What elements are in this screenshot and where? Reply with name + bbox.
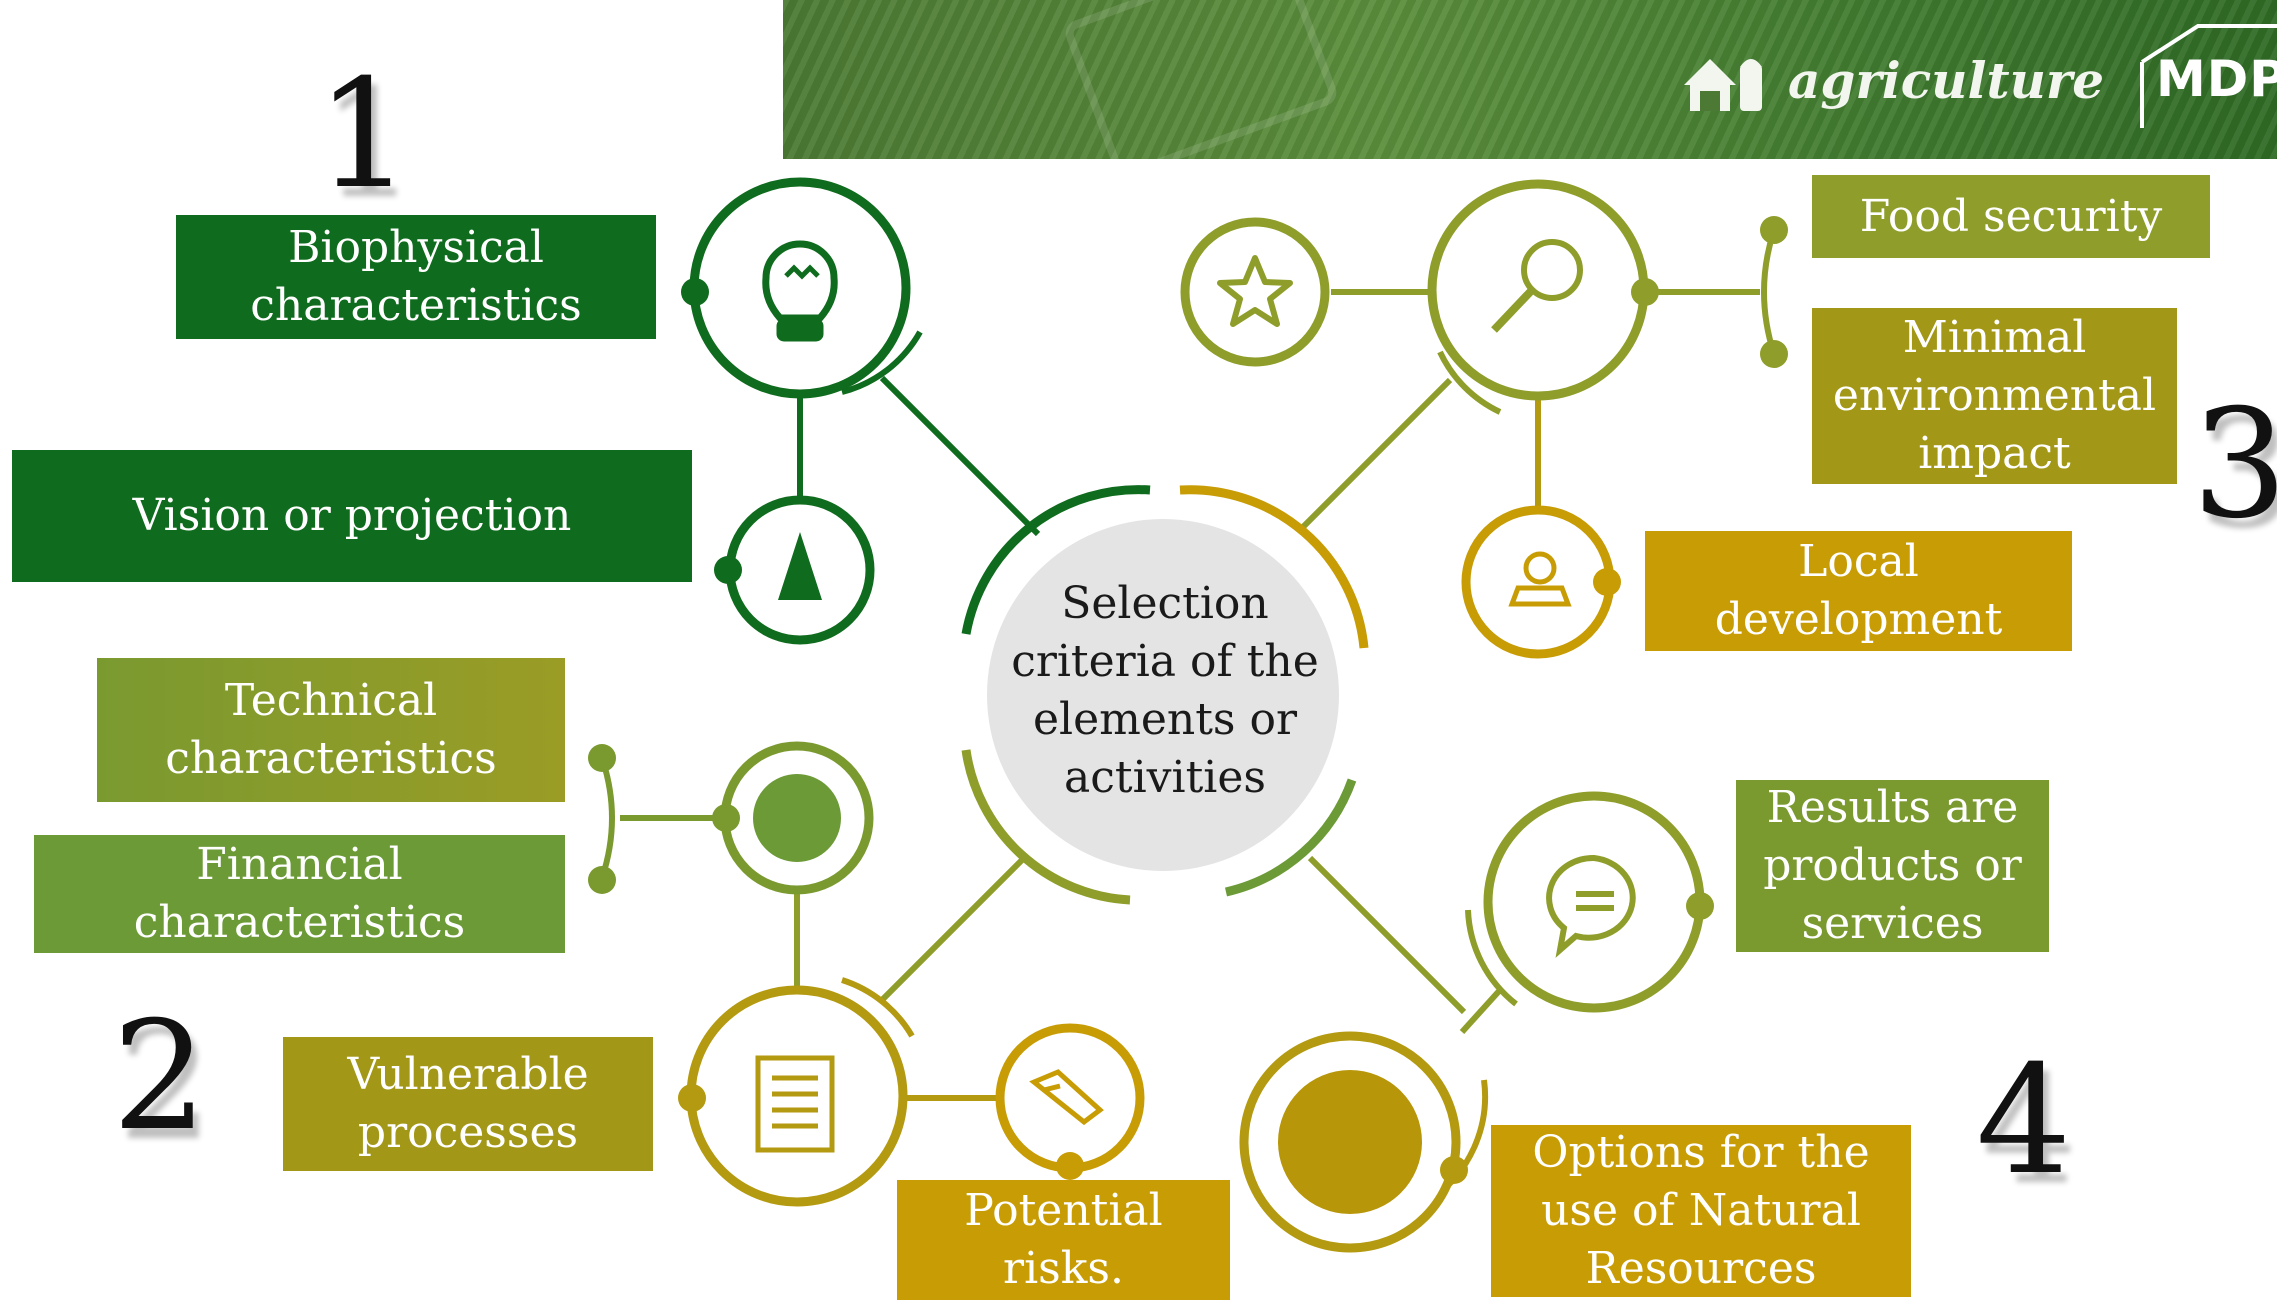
publisher-frame-icon <box>2140 24 2277 128</box>
node-dot <box>681 278 709 306</box>
label-vision: Vision or projection <box>12 450 692 582</box>
arc-results <box>1465 909 1518 1007</box>
node-dot <box>1593 568 1621 596</box>
center-disc <box>987 519 1339 871</box>
node-dot <box>1056 1152 1084 1180</box>
node-results <box>1483 791 1714 1013</box>
node-rating <box>1180 217 1330 367</box>
label-local-dev-text: Local development <box>1714 536 2003 645</box>
label-minimal-env: Minimal environmental impact <box>1812 308 2177 484</box>
label-biophysical: Biophysical characteristics <box>176 215 656 339</box>
label-options: Options for the use of Natural Resources <box>1491 1125 1911 1297</box>
node-local-dev <box>1461 505 1621 659</box>
label-options-text: Options for the use of Natural Resources <box>1532 1127 1870 1294</box>
center-arc-green <box>961 485 1151 635</box>
label-potential-risks-text: Potential risks. <box>964 1185 1163 1294</box>
arc-biophysical <box>841 330 923 395</box>
label-technical-text: Technical characteristics <box>165 675 497 784</box>
dot-icon <box>753 774 841 862</box>
star-icon <box>1217 255 1293 327</box>
speech-bubble-icon <box>1546 854 1636 958</box>
number-4: 4 <box>1976 1034 2072 1208</box>
bracket-technical-financial <box>599 757 615 879</box>
arc-magnifier <box>1437 350 1502 415</box>
node-options <box>1239 1031 1468 1253</box>
connector-technical-center <box>877 857 1025 1005</box>
node-dot <box>1631 278 1659 306</box>
node-dot <box>1686 892 1714 920</box>
node-technical <box>588 741 874 895</box>
center-label: Selection criteria of the elements or ac… <box>1011 578 1319 803</box>
connector-biophysical-center <box>879 375 1041 537</box>
label-local-dev: Local development <box>1645 531 2072 651</box>
label-food-security-text: Food security <box>1859 190 2163 242</box>
publisher-name: MDPI <box>2156 50 2277 108</box>
connector-results-options <box>1459 987 1503 1035</box>
lightbulb-icon <box>762 240 838 342</box>
label-technical: Technical characteristics <box>97 658 565 802</box>
label-minimal-env-text: Minimal environmental impact <box>1832 312 2157 479</box>
node-dot <box>1440 1156 1468 1184</box>
node-food-security <box>1427 179 1788 401</box>
number-1: 1 <box>316 48 412 222</box>
pencil-icon <box>1029 1069 1104 1126</box>
header-banner <box>783 0 2277 159</box>
label-vision-text: Vision or projection <box>132 490 572 541</box>
label-potential-risks: Potential risks. <box>897 1180 1230 1300</box>
center-arc-olive-right <box>1224 778 1357 897</box>
connector-results-center <box>1307 855 1467 1015</box>
label-financial-text: Financial characteristics <box>133 839 466 948</box>
node-dot <box>678 1084 706 1112</box>
user-icon <box>1508 551 1572 607</box>
cone-icon <box>778 532 822 600</box>
label-results: Results are products or services <box>1736 780 2049 952</box>
label-vulnerable-text: Vulnerable processes <box>347 1049 589 1158</box>
node-biophysical <box>681 177 911 399</box>
bracket-food-env <box>1761 229 1777 355</box>
banner-texture <box>783 0 2277 159</box>
barn-silo-icon <box>1684 59 1762 111</box>
label-food-security: Food security <box>1812 175 2210 258</box>
number-3: 3 <box>2192 378 2277 552</box>
magnifier-icon <box>1491 239 1583 333</box>
label-financial: Financial characteristics <box>34 835 565 953</box>
publisher-logo[interactable]: MDPI <box>2138 22 2277 132</box>
center-arc-mustard <box>1179 485 1369 649</box>
connector-food-center <box>1297 377 1453 533</box>
label-results-text: Results are products or services <box>1763 782 2022 949</box>
bracket-dot-top <box>1760 216 1788 244</box>
node-dot <box>714 556 742 584</box>
node-dot <box>712 804 740 832</box>
node-vulnerable <box>678 985 908 1207</box>
center-arc-olive <box>961 749 1131 905</box>
arc-vulnerable <box>841 977 915 1038</box>
node-potential-risks <box>995 1023 1145 1180</box>
journal-brand[interactable]: agriculture <box>1680 40 2104 120</box>
label-vulnerable: Vulnerable processes <box>283 1037 653 1171</box>
bracket-dot-bottom <box>588 866 616 894</box>
bracket-dot-bottom <box>1760 340 1788 368</box>
label-biophysical-text: Biophysical characteristics <box>250 222 582 331</box>
bracket-dot-top <box>588 744 616 772</box>
journal-name: agriculture <box>1788 50 2105 110</box>
number-2: 2 <box>112 990 208 1164</box>
node-vision <box>714 495 875 645</box>
dot-icon <box>1278 1070 1422 1214</box>
document-icon <box>755 1055 835 1153</box>
